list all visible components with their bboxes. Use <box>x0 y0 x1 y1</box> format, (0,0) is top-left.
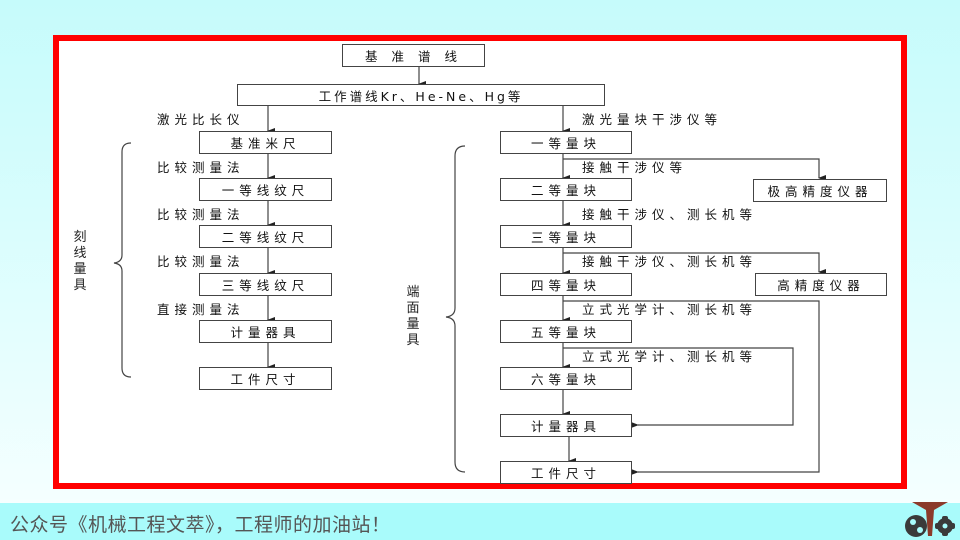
right-box-3: 三等量块 <box>500 225 632 248</box>
left-box-5-label: 计量器具 <box>230 325 301 340</box>
left-entry-label: 激光比长仪 <box>157 112 245 127</box>
left-box-1-label: 基准米尺 <box>230 136 301 151</box>
side-box-2-label: 高精度仪器 <box>777 278 865 293</box>
left-box-4: 三等线纹尺 <box>199 273 332 296</box>
left-group-label: 刻线量具 <box>73 230 87 293</box>
right-box-8-label: 工件尺寸 <box>530 466 601 481</box>
left-method-4: 直接测量法 <box>157 302 245 317</box>
left-box-6-label: 工件尺寸 <box>230 372 301 387</box>
right-box-5-label: 五等量块 <box>530 325 601 340</box>
root-box-label: 基 准 谱 线 <box>365 49 462 64</box>
right-box-1: 一等量块 <box>500 131 632 154</box>
working-lines-label: 工作谱线Kr、He-Ne、Hg等 <box>318 88 524 104</box>
left-box-3-label: 二等线纹尺 <box>221 230 310 245</box>
right-box-5: 五等量块 <box>500 320 632 343</box>
right-box-2: 二等量块 <box>500 178 632 201</box>
right-entry-label: 激光量块干涉仪等 <box>582 112 723 127</box>
working-spectral-lines-box: 工作谱线Kr、He-Ne、Hg等 <box>237 84 605 106</box>
footer-bar: 公众号《机械工程文萃》，工程师的加油站！ <box>0 503 960 540</box>
right-method-1: 接触干涉仪等 <box>582 160 688 175</box>
right-box-1-label: 一等量块 <box>530 136 601 151</box>
right-method-3: 接触干涉仪、测长机等 <box>582 254 758 269</box>
left-method-3: 比较测量法 <box>157 254 245 269</box>
left-method-2: 比较测量法 <box>157 207 245 222</box>
footer-text: 公众号《机械工程文萃》，工程师的加油站！ <box>10 514 391 536</box>
right-method-2: 接触干涉仪、测长机等 <box>582 207 758 222</box>
left-box-1: 基准米尺 <box>199 131 332 154</box>
right-box-6: 六等量块 <box>500 367 632 390</box>
left-box-2-label: 一等线纹尺 <box>221 183 310 198</box>
side-box-1-label: 极高精度仪器 <box>767 184 873 199</box>
left-method-1: 比较测量法 <box>157 160 245 175</box>
right-box-7-label: 计量器具 <box>530 419 601 434</box>
side-box-high-precision: 高精度仪器 <box>755 273 887 296</box>
right-box-4-label: 四等量块 <box>530 278 601 293</box>
right-method-4: 立式光学计、测长机等 <box>582 302 758 317</box>
right-box-4: 四等量块 <box>500 273 632 296</box>
right-box-3-label: 三等量块 <box>530 230 601 245</box>
right-box-7: 计量器具 <box>500 414 632 437</box>
right-group-label: 端面量具 <box>406 285 420 348</box>
root-box-reference-spectral-line: 基 准 谱 线 <box>342 44 485 67</box>
left-box-5: 计量器具 <box>199 320 332 343</box>
side-box-ultra-high-precision: 极高精度仪器 <box>753 179 887 202</box>
left-box-4-label: 三等线纹尺 <box>221 278 310 293</box>
left-box-3: 二等线纹尺 <box>199 225 332 248</box>
right-box-2-label: 二等量块 <box>530 183 601 198</box>
right-box-8: 工件尺寸 <box>500 461 632 484</box>
machinery-logo-icon <box>905 502 955 537</box>
left-box-2: 一等线纹尺 <box>199 178 332 201</box>
right-box-6-label: 六等量块 <box>530 372 601 387</box>
left-box-6: 工件尺寸 <box>199 367 332 390</box>
right-method-5: 立式光学计、测长机等 <box>582 349 758 364</box>
diagram-frame <box>53 35 907 489</box>
